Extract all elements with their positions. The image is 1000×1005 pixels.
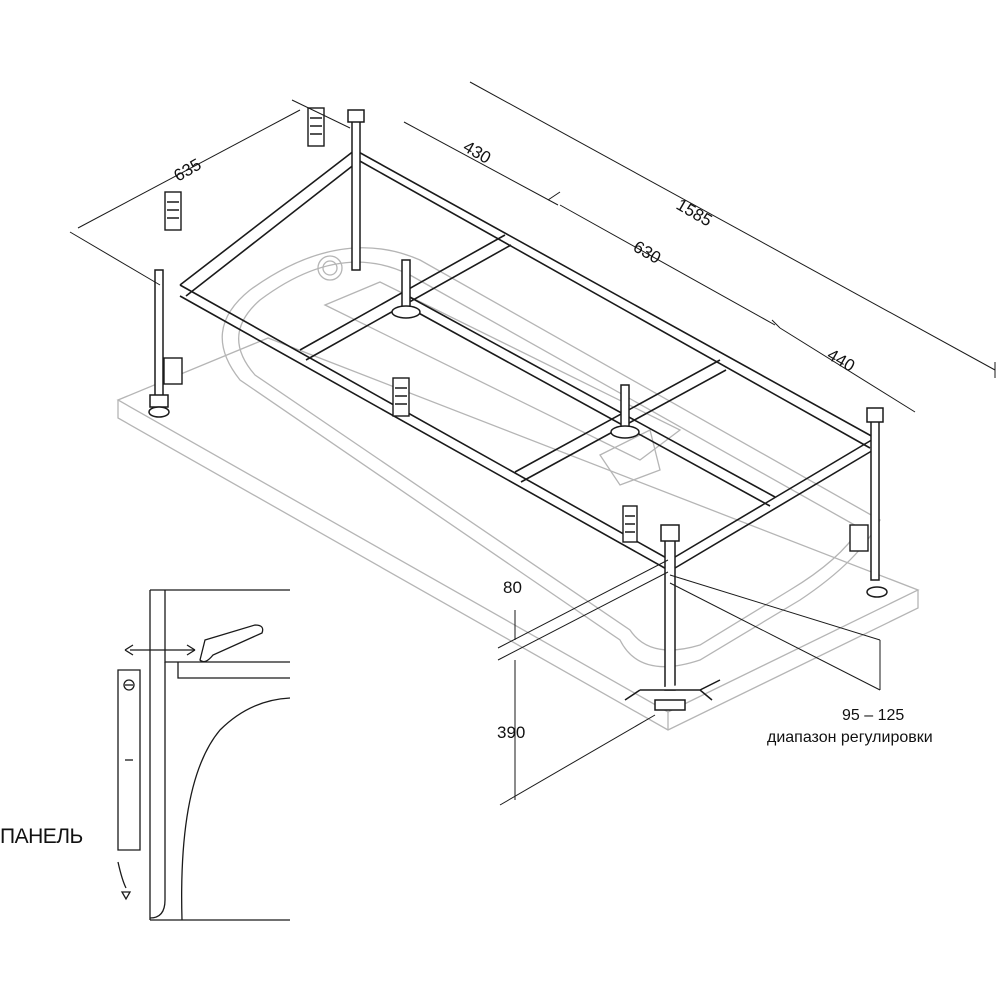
adjust-range-value: 95 – 125: [842, 707, 904, 724]
wall-brackets: [163, 107, 869, 552]
panel-detail-inset: [117, 589, 291, 921]
dim-1585: 1585: [673, 195, 715, 230]
panel-label: ПАНЕЛЬ: [0, 825, 83, 848]
frame-legs: [148, 109, 888, 711]
dim-635: 635: [171, 155, 205, 186]
dim-440: 440: [824, 345, 858, 376]
dim-630: 630: [630, 237, 664, 268]
dimension-lines: [69, 81, 996, 806]
dim-80: 80: [503, 578, 522, 597]
bathtub-outline: [116, 247, 920, 731]
dim-390: 390: [497, 723, 525, 742]
dim-430: 430: [460, 137, 494, 168]
adjust-range-caption: диапазон регулировки: [767, 729, 933, 746]
